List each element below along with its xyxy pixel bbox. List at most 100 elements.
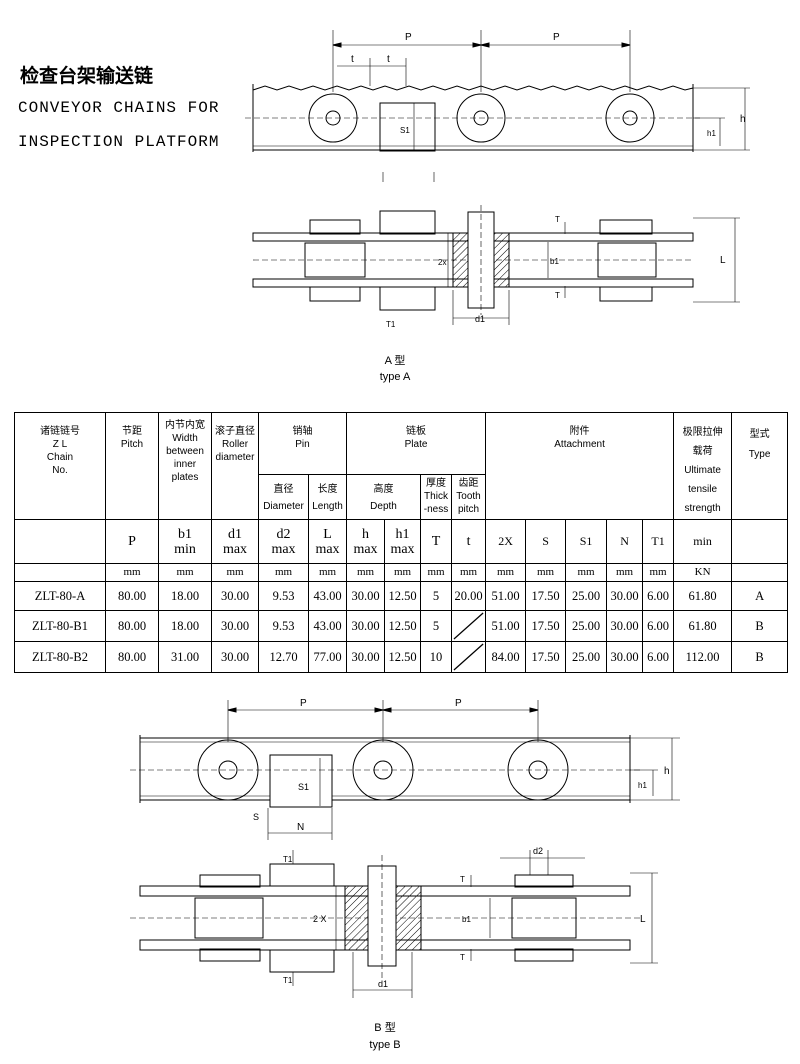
diagram-a-label-p1: P [405, 32, 412, 43]
table-cell: 77.00 [308, 641, 347, 673]
diagram-a-label-t1: t [351, 54, 354, 65]
unit-cell: mm [565, 563, 608, 582]
table-cell: 9.53 [258, 610, 309, 642]
table-cell: 80.00 [105, 610, 159, 642]
table-cell: 6.00 [642, 581, 675, 611]
symbol-cell: P [105, 519, 159, 564]
table-cell: 30.00 [606, 641, 644, 673]
table-cell: 12.50 [384, 581, 421, 611]
chain-no-cell: ZLT-80-A [14, 581, 106, 611]
diagram-a-label-2x: 2x [438, 258, 446, 267]
table-cell: 18.00 [158, 610, 212, 642]
table-cell: 31.00 [158, 641, 212, 673]
table-cell: 12.50 [384, 641, 421, 673]
table-cell: 17.50 [525, 641, 567, 673]
diagram-a-label-s1: S1 [400, 126, 410, 135]
symbol-cell: L max [308, 519, 347, 564]
table-cell: 12.50 [384, 610, 421, 642]
table-cell: 12.70 [258, 641, 309, 673]
table-cell: 30.00 [606, 581, 644, 611]
table-cell: 43.00 [308, 610, 347, 642]
diagram-b-label-b1: b1 [462, 915, 471, 924]
table-cell: 43.00 [308, 581, 347, 611]
table-cell: 80.00 [105, 641, 159, 673]
table-cell: 30.00 [346, 610, 385, 642]
diagram-b-caption-cn: B 型 [374, 1022, 396, 1034]
diagram-b-label-h: h [664, 766, 670, 777]
diagram-b-label-h1: h1 [638, 781, 647, 790]
diagram-a-caption-en: type A [379, 371, 411, 383]
table-cell: 112.00 [673, 641, 733, 673]
symbol-cell: T1 [642, 519, 675, 564]
unit-cell: mm [420, 563, 452, 582]
table-cell: A [731, 581, 789, 611]
table-cell: 25.00 [565, 610, 608, 642]
diagram-a-label-l: L [720, 255, 726, 266]
diagram-a-label-h: h [740, 114, 746, 125]
table-cell: 61.80 [673, 581, 733, 611]
table-cell: 25.00 [565, 581, 608, 611]
not-applicable-slash [453, 643, 484, 671]
table-cell: 30.00 [606, 610, 644, 642]
diagram-type-b: P P h h1 S1 S N T1 T T 2 X b1 L d2 T1 d1 [130, 698, 680, 998]
diagram-b-label-s: S [253, 812, 259, 822]
diagram-b-label-t1-top: T1 [283, 855, 293, 864]
symbol-cell: t [450, 519, 487, 564]
symbol-cell: d2 max [258, 519, 309, 564]
diagram-b-label-p1: P [300, 698, 307, 709]
table-cell: 6.00 [642, 610, 675, 642]
unit-cell: mm [308, 563, 347, 582]
table-cell: 30.00 [346, 641, 385, 673]
table-cell: 84.00 [485, 641, 527, 673]
diagram-b-label-p2: P [455, 698, 462, 709]
unit-cell: mm [642, 563, 675, 582]
symbol-cell: S [525, 519, 567, 564]
diagram-a-label-h1: h1 [707, 129, 716, 138]
diagram-b-label-s1: S1 [298, 782, 309, 792]
unit-cell: mm [158, 563, 212, 582]
unit-cell: mm [346, 563, 385, 582]
table-cell: 10 [420, 641, 452, 673]
chain-no-cell: ZLT-80-B2 [14, 641, 106, 673]
symbol-row: P b1 min d1 max d2 max L max h max h1 ma… [14, 519, 789, 564]
unit-cell: KN [673, 563, 733, 582]
table-cell [450, 641, 487, 673]
unit-row: mm mm mm mm mm mm mm mm mm mm mm mm mm m… [14, 563, 789, 582]
symbol-cell: T [420, 519, 452, 564]
symbol-cell: b1 min [158, 519, 212, 564]
table-cell [450, 610, 487, 642]
table-cell: 30.00 [211, 581, 259, 611]
table-cell: 5 [420, 581, 452, 611]
diagram-a-label-b1: b1 [550, 257, 559, 266]
unit-cell: mm [525, 563, 567, 582]
table-cell: 17.50 [525, 581, 567, 611]
symbol-cell: 2X [485, 519, 527, 564]
unit-cell: mm [606, 563, 644, 582]
diagram-a-caption-cn: A 型 [384, 355, 406, 367]
diagram-b-label-t-top: T [460, 875, 465, 884]
table-cell: 51.00 [485, 581, 527, 611]
symbol-cell: d1 max [211, 519, 259, 564]
symbol-cell: h max [346, 519, 385, 564]
diagram-type-a: P P t t h h1 S1 T T 2x b1 L T1 d1 [245, 30, 750, 329]
unit-cell: mm [450, 563, 487, 582]
table-cell: 18.00 [158, 581, 212, 611]
diagram-b-label-l: L [640, 914, 646, 925]
symbol-cell: h1 max [384, 519, 421, 564]
symbol-cell: min [673, 519, 733, 564]
table-cell: B [731, 641, 789, 673]
diagram-a-label-t-bottom: T [555, 291, 560, 300]
not-applicable-slash [453, 612, 484, 640]
